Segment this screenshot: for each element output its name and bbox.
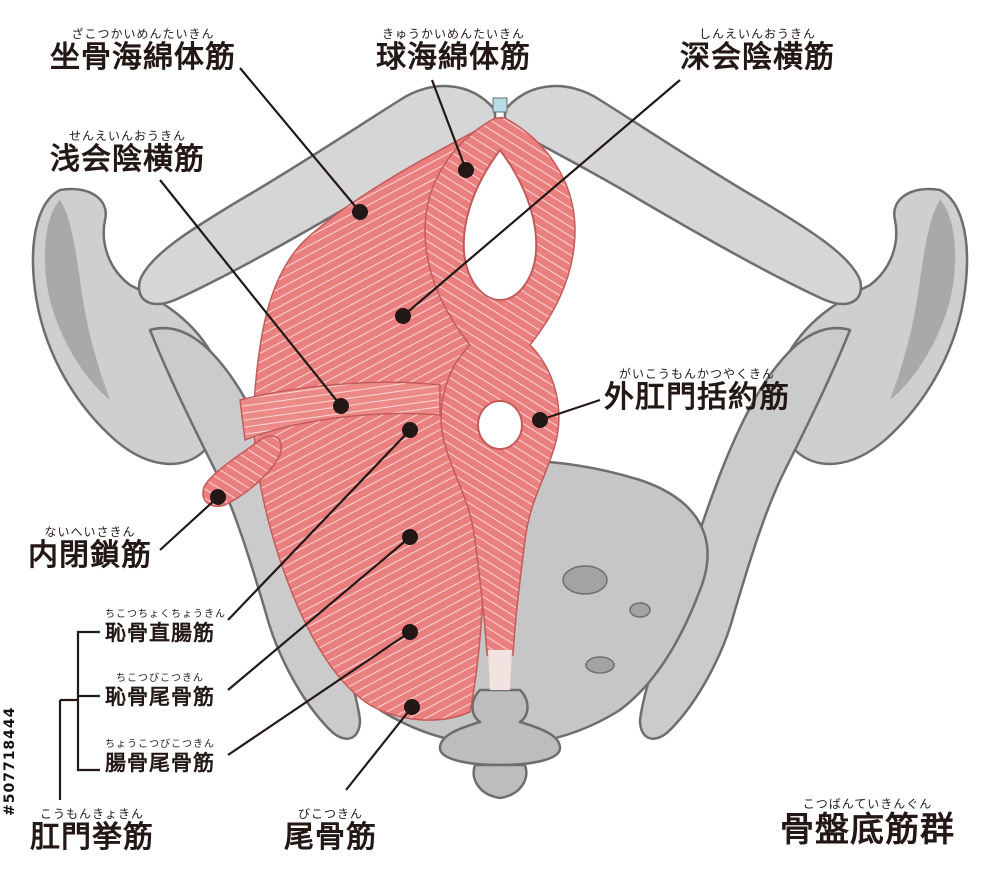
label-superficial-transverse-perineal: せんえいんおうきん 浅会陰横筋 bbox=[50, 130, 205, 175]
text-puborectalis: 恥骨直腸筋 bbox=[105, 621, 215, 645]
text-levator-ani: 肛門挙筋 bbox=[30, 820, 154, 855]
text-deep-transverse-perineal: 深会陰横筋 bbox=[680, 40, 835, 75]
anococcygeal-tendon bbox=[488, 650, 512, 690]
text-iliococcygeus: 腸骨尾骨筋 bbox=[105, 751, 215, 775]
ruby-external-anal-sphincter: がいこうもんかつやくきん bbox=[618, 367, 775, 381]
right-pubic-ramus bbox=[503, 84, 863, 306]
pubic-symphysis bbox=[492, 97, 508, 113]
ruby-puborectalis: ちこつちょくちょうきん bbox=[105, 609, 226, 620]
text-bulbospongiosus: 球海綿体筋 bbox=[376, 40, 531, 75]
ruby-iliococcygeus: ちょうこつびこつきん bbox=[105, 739, 215, 750]
bone-foramina bbox=[562, 565, 651, 674]
text-ischiocavernosus: 坐骨海綿体筋 bbox=[50, 40, 236, 75]
ruby-deep-transverse-perineal: しんえいんおうきん bbox=[698, 27, 816, 41]
ruby-pubococcygeus: ちこつびこつきん bbox=[116, 673, 204, 684]
text-obturator-internus: 内閉鎖筋 bbox=[28, 538, 152, 573]
ruby-coccygeus: びこつきん bbox=[297, 807, 363, 821]
ruby-ischiocavernosus: ざこつかいめんたいきん bbox=[71, 27, 215, 41]
label-pubococcygeus: ちこつびこつきん 恥骨尾骨筋 bbox=[105, 674, 215, 708]
label-external-anal-sphincter: がいこうもんかつやくきん 外肛門括約筋 bbox=[604, 368, 790, 413]
stock-id-text: #507718444 bbox=[2, 706, 18, 816]
label-levator-ani: こうもんきょきん 肛門挙筋 bbox=[30, 808, 154, 853]
right-sphincter-column bbox=[424, 117, 576, 656]
label-puborectalis: ちこつちょくちょうきん 恥骨直腸筋 bbox=[105, 610, 226, 644]
anal-opening bbox=[477, 400, 523, 450]
label-bulbospongiosus: きゅうかいめんたいきん 球海綿体筋 bbox=[376, 28, 531, 73]
text-pubococcygeus: 恥骨尾骨筋 bbox=[105, 685, 215, 709]
label-obturator-internus: ないへいさきん 内閉鎖筋 bbox=[28, 526, 152, 571]
text-superficial-transverse-perineal: 浅会陰横筋 bbox=[50, 142, 205, 177]
obturator-muscle bbox=[202, 435, 282, 507]
text-external-anal-sphincter: 外肛門括約筋 bbox=[604, 380, 790, 415]
ruby-bulbospongiosus: きゅうかいめんたいきん bbox=[381, 27, 525, 41]
urogenital-opening bbox=[462, 148, 538, 302]
muscles bbox=[202, 116, 576, 721]
right-ischium bbox=[638, 326, 852, 740]
label-pelvic-floor-group: こつばんていきんぐん 骨盤底筋群 bbox=[780, 798, 955, 847]
ruby-levator-ani: こうもんきょきん bbox=[39, 807, 144, 821]
label-iliococcygeus: ちょうこつびこつきん 腸骨尾骨筋 bbox=[105, 740, 215, 774]
ruby-superficial-transverse-perineal: せんえいんおうきん bbox=[68, 129, 186, 143]
leader-dots bbox=[210, 162, 548, 715]
label-deep-transverse-perineal: しんえいんおうきん 深会陰横筋 bbox=[680, 28, 835, 73]
text-pelvic-floor-group: 骨盤底筋群 bbox=[780, 810, 955, 850]
leader-lines bbox=[58, 67, 681, 800]
label-coccygeus: びこつきん 尾骨筋 bbox=[284, 808, 377, 853]
label-ischiocavernosus: ざこつかいめんたいきん 坐骨海綿体筋 bbox=[50, 28, 236, 73]
ruby-pelvic-floor-group: こつばんていきんぐん bbox=[802, 797, 933, 811]
ruby-obturator-internus: ないへいさきん bbox=[44, 525, 136, 539]
text-coccygeus: 尾骨筋 bbox=[284, 820, 377, 855]
